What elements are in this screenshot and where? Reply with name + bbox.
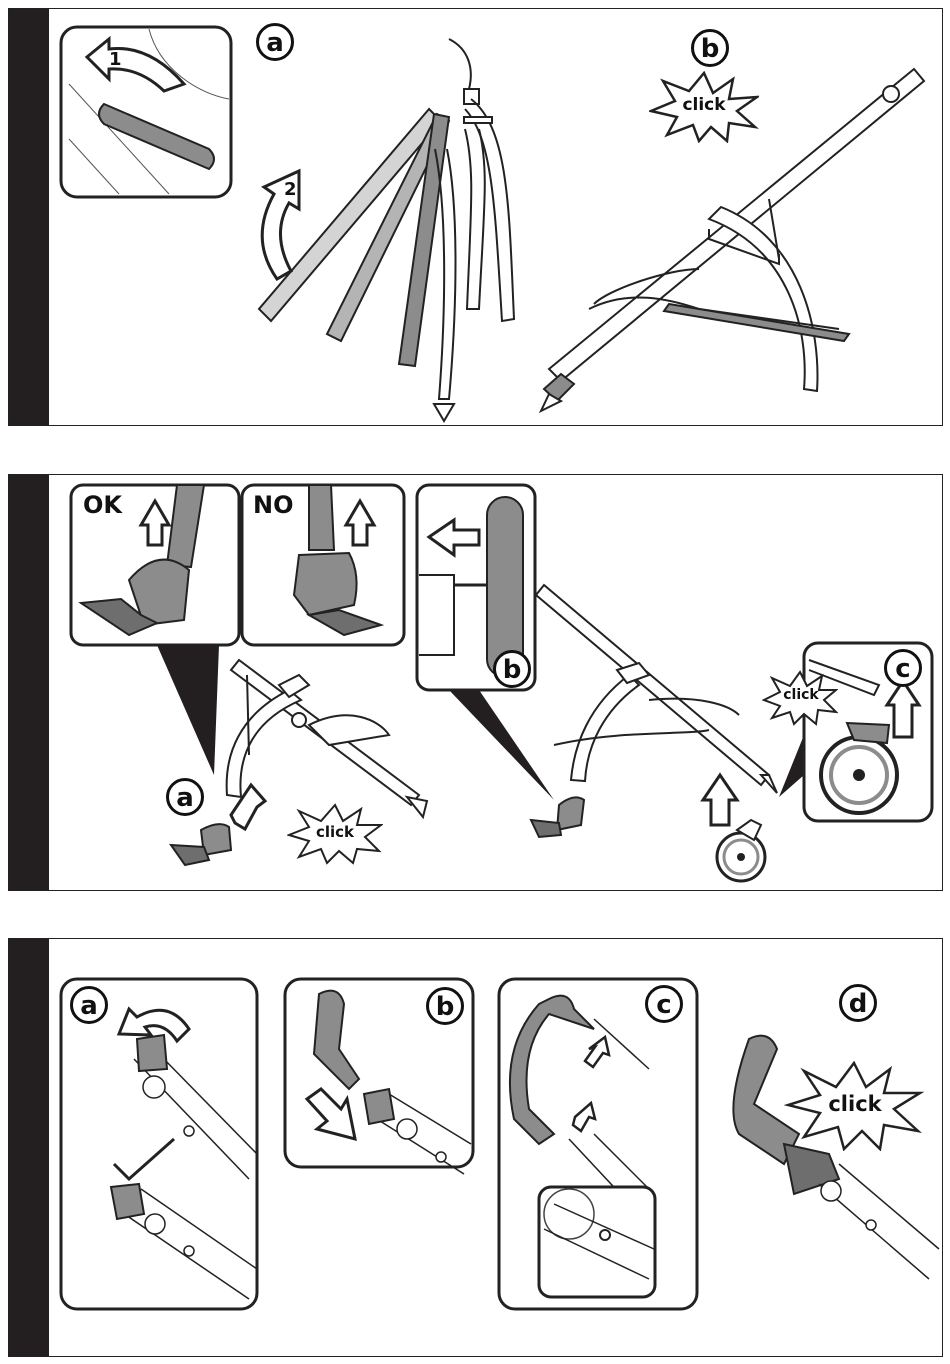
step-label-b: b xyxy=(426,987,464,1025)
click-label: click xyxy=(671,95,737,115)
click-label: click xyxy=(819,1092,891,1116)
step-label-a: a xyxy=(166,778,204,816)
panel-1-illustration xyxy=(9,9,943,426)
panel-wheels: OK NO a b c click click xyxy=(8,474,943,891)
stroller-frame-middle xyxy=(536,585,777,793)
a-inset-frame xyxy=(61,979,257,1309)
step-label-a: a xyxy=(70,986,108,1024)
panel-fold-open: a b 1 2 click xyxy=(8,8,943,426)
ok-label: OK xyxy=(83,491,122,519)
click-label-bottom: click xyxy=(305,823,365,841)
no-label: NO xyxy=(253,491,294,519)
callout-pointer xyxy=(157,645,219,775)
step-number-1: 1 xyxy=(109,49,122,70)
wheel-socket-b xyxy=(531,797,584,837)
front-wheel xyxy=(717,820,765,881)
up-arrow-icon xyxy=(703,775,737,825)
step-label-b: b xyxy=(691,29,729,67)
step-label-b: b xyxy=(493,650,531,688)
wheel-socket-a xyxy=(171,824,231,865)
folded-frame xyxy=(259,39,514,421)
step-label-d: d xyxy=(839,984,877,1022)
panel-handle: a b c d click xyxy=(8,938,943,1357)
step-label-c: c xyxy=(884,649,922,687)
click-label-wheel: click xyxy=(777,687,825,703)
step-label-a: a xyxy=(256,23,294,61)
callout-pointer xyxy=(449,690,554,800)
inset-frame xyxy=(61,27,231,197)
callout-pointer xyxy=(779,735,804,797)
step-number-2: 2 xyxy=(284,179,297,200)
tube-d xyxy=(819,1164,939,1279)
step-label-c: c xyxy=(645,985,683,1023)
